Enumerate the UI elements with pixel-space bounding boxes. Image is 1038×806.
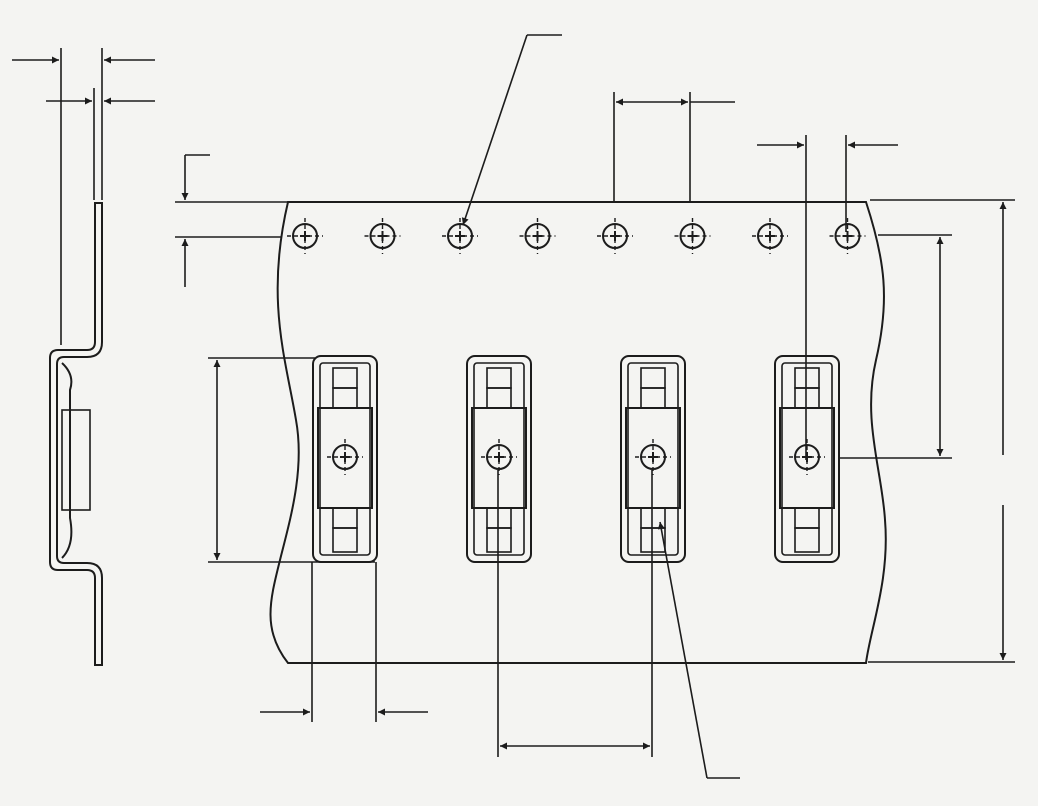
pocket-center-hole xyxy=(789,439,825,475)
sprocket-hole xyxy=(364,218,401,254)
component-pocket xyxy=(774,355,840,563)
dimension-lines xyxy=(175,34,1015,779)
component-pocket xyxy=(312,355,378,563)
sprocket-hole xyxy=(597,218,633,254)
side-profile-view xyxy=(12,48,155,666)
leader-arrow xyxy=(657,521,708,779)
carrier-tape-outline xyxy=(269,201,887,664)
sprocket-hole xyxy=(752,218,788,254)
tape-profile xyxy=(49,202,103,666)
pocket-center-hole xyxy=(635,439,671,475)
component-pocket xyxy=(620,355,686,563)
component-profile xyxy=(61,409,91,511)
pocket-center-hole xyxy=(481,439,517,475)
pocket-center-hole xyxy=(327,439,363,475)
sprocket-hole xyxy=(674,218,711,254)
sprocket-hole xyxy=(519,218,556,254)
component-pocket xyxy=(466,355,532,563)
component-pocket-row xyxy=(312,355,840,563)
sprocket-hole-row xyxy=(287,218,866,254)
sprocket-hole xyxy=(442,218,478,254)
sprocket-hole xyxy=(829,218,866,254)
pocket-curve xyxy=(61,362,73,559)
leader-arrow xyxy=(461,34,528,226)
sprocket-hole xyxy=(287,218,323,254)
